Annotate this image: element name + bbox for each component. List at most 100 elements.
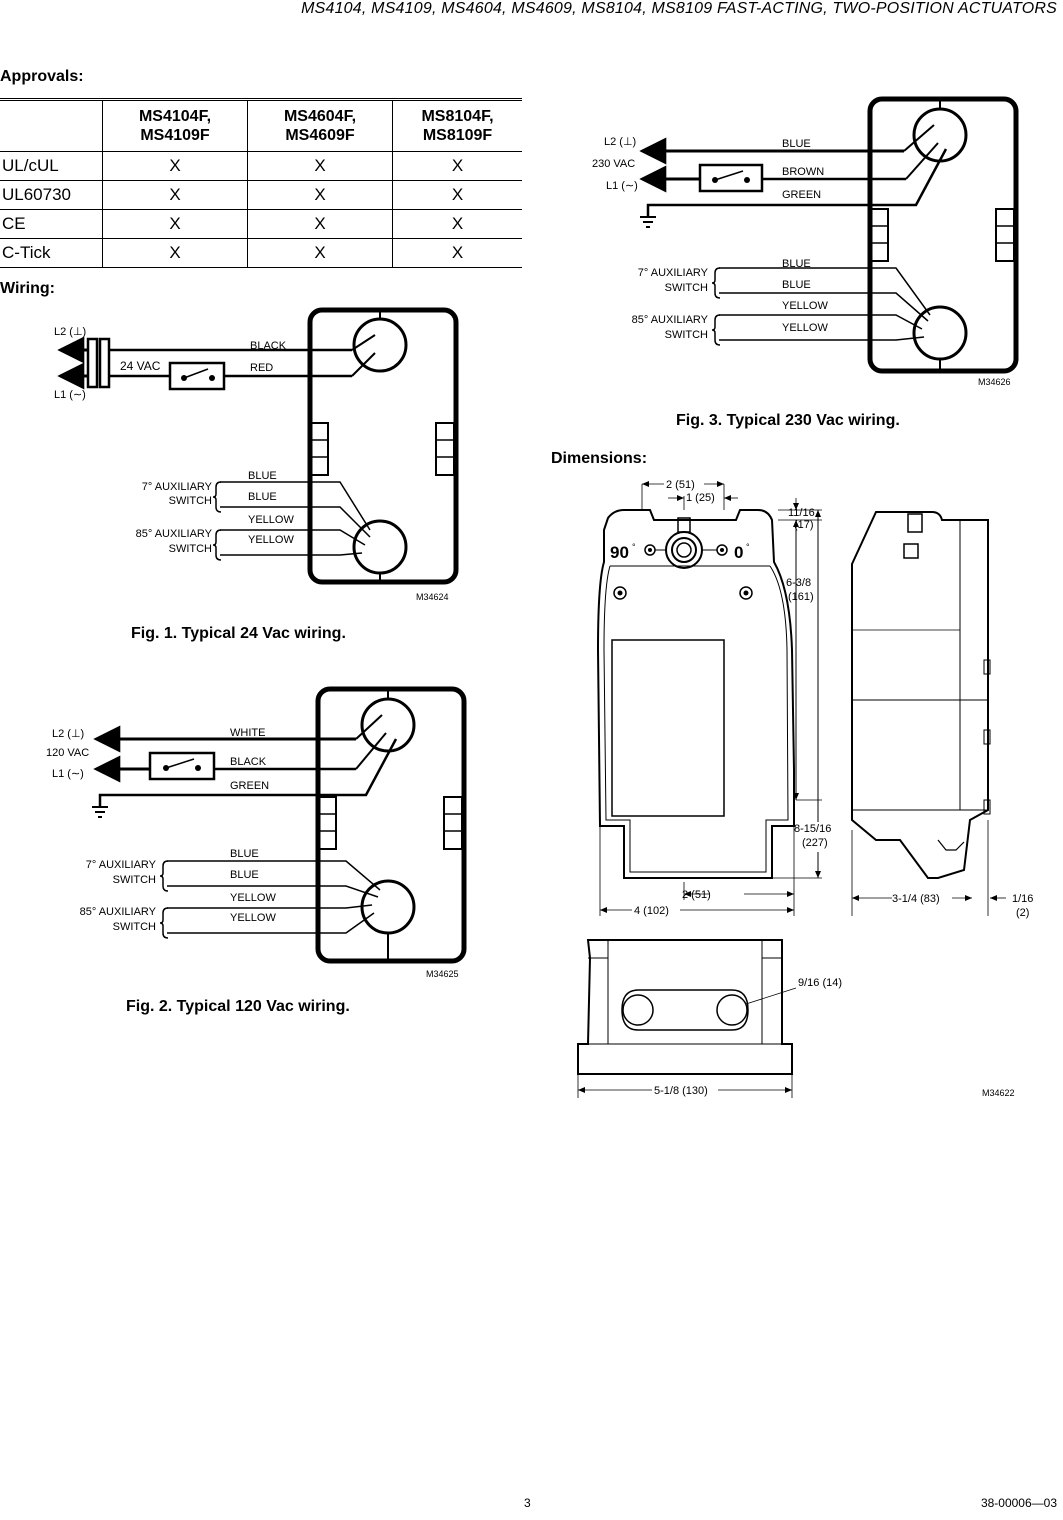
l1-label: L1 (∼)	[606, 180, 638, 192]
aux-wire-label: YELLOW	[248, 534, 294, 546]
dim-label: 1 (25)	[686, 492, 715, 504]
table-cell: X	[102, 209, 248, 239]
wire-label: BLACK	[230, 756, 267, 768]
dimensions-heading: Dimensions:	[551, 450, 648, 467]
voltage-label: 230 VAC	[592, 158, 635, 170]
table-cell: UL/cUL	[0, 151, 103, 181]
transformer-icon	[86, 337, 99, 389]
aux85-label: 85° AUXILIARY	[80, 906, 157, 918]
table-cell: X	[392, 209, 522, 239]
table-cell: X	[247, 209, 393, 239]
dim-label: 11/16	[788, 507, 815, 519]
dim-label: (161)	[788, 591, 814, 603]
l2-label: L2 (⊥)	[52, 728, 84, 740]
wire-label: WHITE	[230, 727, 265, 739]
page-header: MS4104, MS4109, MS4604, MS4609, MS8104, …	[301, 0, 1057, 17]
aux7-switch-label: SWITCH	[113, 874, 156, 886]
figure-code: M34622	[982, 1088, 1015, 1098]
aux85-label: 85° AUXILIARY	[136, 528, 213, 540]
table-cell: X	[102, 151, 248, 181]
aux7-label: 7° AUXILIARY	[142, 481, 213, 493]
table-cell: X	[247, 238, 393, 268]
table-header-cell: MS8104F,MS8109F	[392, 98, 522, 152]
wiring-heading: Wiring:	[0, 280, 55, 297]
switch-icon	[168, 361, 226, 391]
table-header-cell	[0, 98, 103, 152]
aux7-label: 7° AUXILIARY	[638, 267, 709, 279]
aux-wire-label: BLUE	[782, 279, 811, 291]
voltage-label: 120 VAC	[46, 747, 89, 759]
table-header-cell: MS4604F,MS4609F	[247, 98, 393, 152]
table-cell: C-Tick	[0, 238, 103, 268]
dim-label: 9/16 (14)	[798, 977, 842, 989]
wire-label: BLUE	[782, 138, 811, 150]
table-cell: X	[247, 180, 393, 210]
table-cell: X	[102, 238, 248, 268]
table-cell: X	[392, 151, 522, 181]
switch-icon	[148, 751, 216, 781]
page-number: 3	[524, 1496, 531, 1510]
wire-label: GREEN	[230, 780, 269, 792]
fig2-caption: Fig. 2. Typical 120 Vac wiring.	[126, 998, 350, 1015]
dimensions-drawing-detail: 90 ° 0 ° 2 (51) 1 (25) 11/16 (17) 6-3/8 …	[560, 470, 1060, 1110]
dim-label: (17)	[794, 519, 814, 531]
l2-label: L2 (⊥)	[54, 326, 86, 338]
dim-label: 3-1/4 (83)	[892, 893, 940, 905]
table-row: CE X X X	[0, 209, 522, 239]
wire-label: BROWN	[782, 166, 824, 178]
document-number: 38-00006—03	[980, 1496, 1057, 1510]
fig1-wiring-diagram: L2 (⊥) L1 (∼) 24 VAC BLACK RED 7° AUXILI…	[54, 307, 459, 602]
aux-wire-label: BLUE	[248, 470, 277, 482]
aux85-switch-label: SWITCH	[169, 543, 212, 555]
table-header-cell: MS4104F,MS4109F	[102, 98, 248, 152]
dim-label: 2 (51)	[682, 889, 711, 901]
aux-wire-label: BLUE	[248, 491, 277, 503]
table-row: UL/cUL X X X	[0, 151, 522, 181]
wire-label: BLACK	[250, 340, 287, 352]
voltage-label: 24 VAC	[120, 359, 161, 373]
approvals-table: MS4104F,MS4109F MS4604F,MS4609F MS8104F,…	[0, 98, 522, 268]
table-cell: UL60730	[0, 180, 103, 210]
bottom-view-outline	[577, 939, 793, 1075]
table-row: UL60730 X X X	[0, 180, 522, 210]
aux7-switch-label: SWITCH	[665, 282, 708, 294]
actuator-body	[315, 686, 467, 964]
dim-label: 8-15/16	[794, 823, 831, 835]
table-cell: X	[247, 151, 393, 181]
aux85-label: 85° AUXILIARY	[632, 314, 709, 326]
table-cell: X	[392, 180, 522, 210]
dim-label: 5-1/8 (130)	[654, 1085, 708, 1097]
degree-90-label: 90	[610, 543, 629, 562]
aux-wire-label: BLUE	[230, 848, 259, 860]
degree-symbol: °	[632, 542, 636, 552]
figure-code: M34624	[416, 592, 449, 602]
degree-0-label: 0	[734, 543, 743, 562]
approvals-heading: Approvals:	[0, 68, 84, 85]
l1-label: L1 (∼)	[54, 389, 86, 401]
aux-wire-label: YELLOW	[782, 322, 828, 334]
front-view-outline	[596, 509, 795, 879]
dim-label: (227)	[802, 837, 828, 849]
wire-label: RED	[250, 362, 273, 374]
fig3-wiring-diagram: L2 (⊥) 230 VAC L1 (∼) BLUE BROWN GREEN 7…	[592, 96, 1019, 387]
conduit-hole-icon	[716, 994, 748, 1026]
aux-wire-label: BLUE	[230, 869, 259, 881]
aux7-label: 7° AUXILIARY	[86, 859, 157, 871]
figure-code: M34625	[426, 969, 459, 979]
dim-label: 4 (102)	[634, 905, 669, 917]
table-row: C-Tick X X X	[0, 238, 522, 268]
table-cell: X	[102, 180, 248, 210]
terminal-circle	[352, 317, 408, 373]
dim-label: 6-3/8	[786, 577, 811, 589]
aux-wire-label: BLUE	[782, 258, 811, 270]
aux85-switch-label: SWITCH	[665, 329, 708, 341]
l2-label: L2 (⊥)	[604, 136, 636, 148]
figure-code: M34626	[978, 377, 1011, 387]
side-view-outline	[851, 511, 989, 879]
conduit-hole-icon	[622, 994, 654, 1026]
l1-label: L1 (∼)	[52, 768, 84, 780]
aux-wire-label: YELLOW	[248, 514, 294, 526]
aux85-switch-label: SWITCH	[113, 921, 156, 933]
aux7-switch-label: SWITCH	[169, 495, 212, 507]
aux-wire-label: YELLOW	[782, 300, 828, 312]
